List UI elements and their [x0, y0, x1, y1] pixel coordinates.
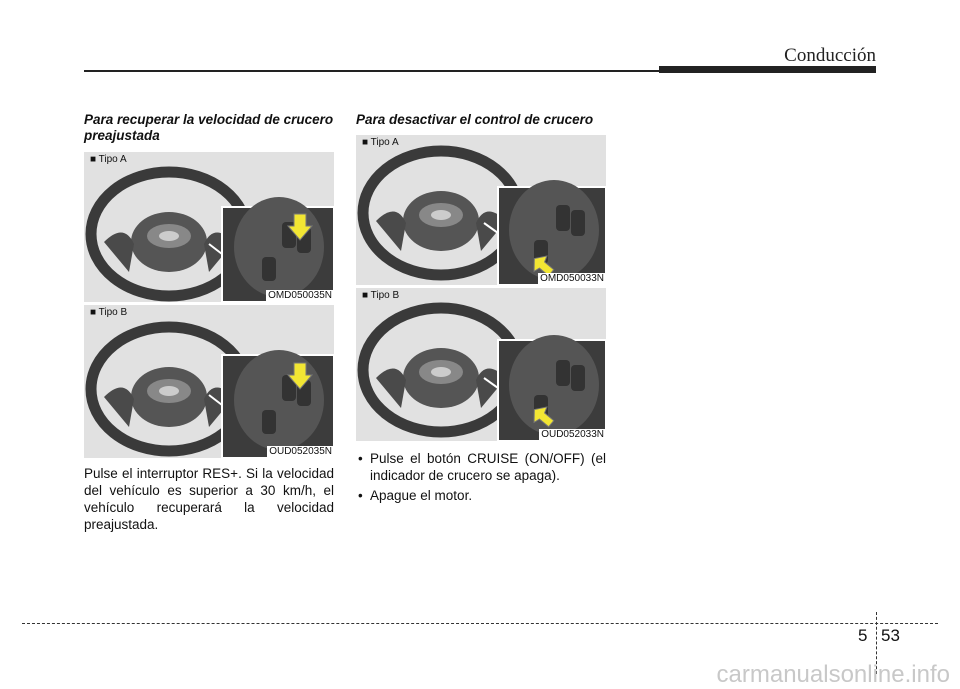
- footer-divider: [876, 612, 877, 674]
- left-heading: Para recuperar la velocidad de crucero p…: [84, 112, 334, 143]
- watermark: carmanualsonline.info: [716, 661, 950, 688]
- figure-code: OUD052035N: [267, 446, 334, 458]
- steering-wheel-illustration: [85, 321, 334, 458]
- list-item: Pulse el botón CRUISE (ON/OFF) (el indic…: [356, 450, 606, 484]
- steering-wheel-illustration: [357, 302, 606, 441]
- middle-heading: Para desactivar el control de crucero: [356, 112, 594, 127]
- figure-code: OMD050035N: [266, 290, 334, 302]
- figure-type-label: ■ Tipo A: [360, 137, 401, 149]
- page-number: 53: [881, 626, 900, 645]
- left-body-text: Pulse el interruptor RES+. Si la velocid…: [84, 466, 334, 532]
- footer-rule: [22, 623, 938, 624]
- chapter-number: 5: [858, 626, 868, 645]
- header-rule: [84, 70, 659, 72]
- list-item: Apague el motor.: [356, 487, 606, 504]
- figure-type-label: ■ Tipo A: [88, 154, 129, 166]
- header-rule-accent: [659, 66, 876, 73]
- figure-steering-wheel-left-a: ■ Tipo A OMD050035N: [84, 152, 334, 302]
- figure-steering-wheel-middle-a: ■ Tipo A OMD050033N: [356, 135, 606, 285]
- middle-bullet-list: Pulse el botón CRUISE (ON/OFF) (el indic…: [356, 450, 606, 507]
- figure-type-label: ■ Tipo B: [88, 307, 130, 319]
- figure-code: OMD050033N: [538, 273, 606, 285]
- figure-steering-wheel-left-b: ■ Tipo B OUD052035N: [84, 305, 334, 458]
- figure-type-label: ■ Tipo B: [360, 290, 402, 302]
- steering-wheel-illustration: [85, 166, 334, 302]
- figure-steering-wheel-middle-b: ■ Tipo B OUD052033N: [356, 288, 606, 441]
- steering-wheel-illustration: [357, 145, 606, 285]
- section-title: Conducción: [784, 45, 876, 66]
- figure-code: OUD052033N: [539, 429, 606, 441]
